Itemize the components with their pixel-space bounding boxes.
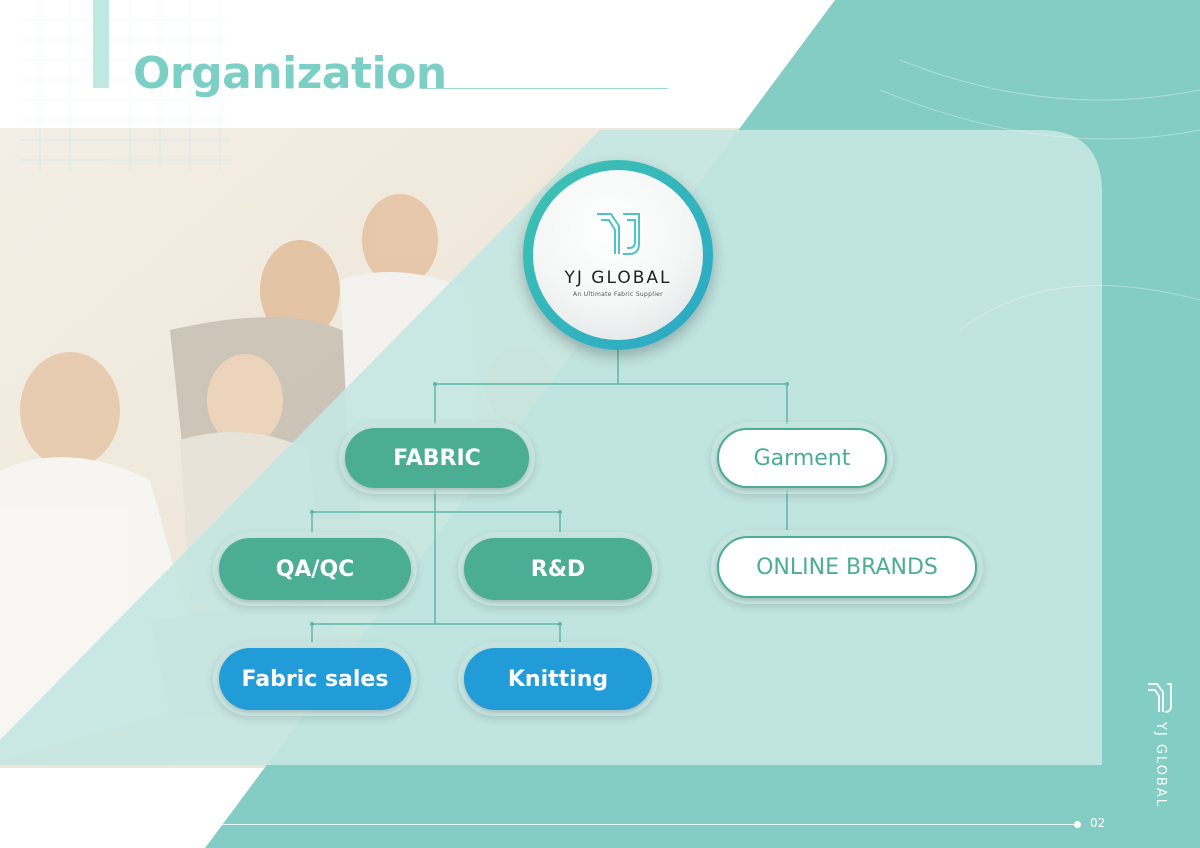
node-fabric-sales: Fabric sales (213, 642, 417, 716)
node-online-brands: ONLINE BRANDS (711, 530, 983, 604)
node-qaqc: QA/QC (213, 532, 417, 606)
footer-line (0, 824, 1075, 825)
yj-logo-icon (597, 213, 640, 255)
side-logo-icon (1148, 683, 1172, 713)
node-fabric: FABRIC (339, 422, 535, 494)
logo-brand-text: YJ GLOBAL (564, 268, 672, 288)
logo-tagline: An Ultimate Fabric Supplier (573, 291, 663, 298)
company-logo-node: YJ GLOBAL An Ultimate Fabric Supplier (523, 160, 713, 350)
node-knitting-label: Knitting (464, 648, 652, 710)
page-title: Organization (133, 48, 447, 99)
side-logo-text: YJ GLOBAL (1153, 722, 1168, 809)
node-garment-label: Garment (717, 428, 887, 488)
title-accent-bar (93, 0, 109, 88)
footer-dot (1074, 821, 1081, 828)
node-fabric-label: FABRIC (345, 428, 529, 488)
node-online-brands-label: ONLINE BRANDS (717, 536, 977, 598)
node-knitting: Knitting (458, 642, 658, 716)
node-rnd-label: R&D (464, 538, 652, 600)
connector-lines (311, 350, 788, 642)
node-qaqc-label: QA/QC (219, 538, 411, 600)
node-fabric-sales-label: Fabric sales (219, 648, 411, 710)
node-rnd: R&D (458, 532, 658, 606)
title-underline (420, 88, 668, 89)
page-number: 02 (1090, 816, 1106, 830)
light-teal-panel (0, 130, 1102, 765)
node-garment: Garment (711, 422, 893, 494)
